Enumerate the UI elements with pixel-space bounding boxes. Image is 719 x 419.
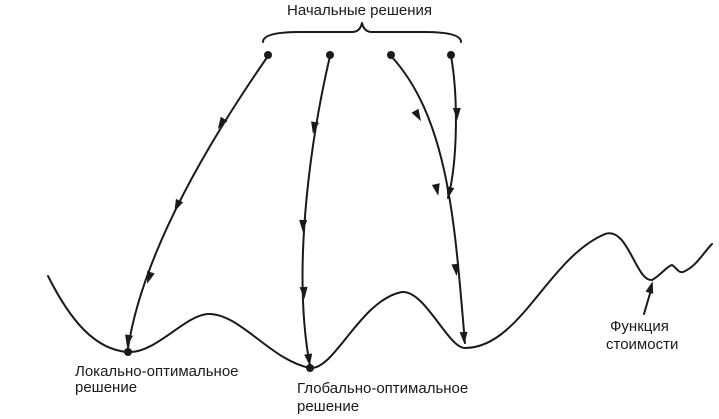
local-optimum-point (124, 348, 132, 356)
initial-solution-point-1 (264, 51, 272, 59)
global-optimum-point (306, 364, 314, 372)
arrowhead-path1-b (174, 198, 184, 212)
solution-path-4 (447, 55, 457, 199)
arrowhead-path3-a (411, 108, 421, 122)
arrowhead-path2-c (299, 286, 308, 299)
arrowhead-path4-a (452, 107, 461, 120)
arrowhead-path3-b (431, 183, 440, 196)
arrowhead-path1-end (125, 334, 133, 347)
cost-function-pointer-line (643, 289, 652, 315)
cost-function-label-line2: стоимости (606, 336, 679, 353)
initial-solutions-brace (262, 22, 462, 43)
solution-path-3 (390, 55, 466, 344)
solution-path-1 (127, 55, 269, 349)
initial-solution-point-2 (326, 51, 334, 59)
arrowhead-path3-c (451, 263, 460, 276)
cost-function-pointer-arrowhead (645, 281, 654, 294)
initial-solution-point-3 (387, 51, 395, 59)
local-optimum-label-line2: решение (75, 379, 138, 396)
initial-solutions-label: Начальные решения (287, 2, 432, 19)
arrowhead-path2-a (311, 121, 319, 134)
solution-path-2 (301, 55, 331, 367)
arrowhead-path2-b (299, 219, 308, 232)
arrowhead-path4-end (446, 186, 455, 199)
cost-function-curve (47, 232, 713, 370)
arrowhead-path1-c (147, 271, 155, 284)
arrowhead-path2-end (304, 353, 313, 366)
global-optimum-label-line1: Глобально-оптимальное (297, 380, 469, 397)
initial-solution-point-4 (447, 51, 455, 59)
global-optimum-label-line2: решение (297, 398, 360, 415)
cost-function-label-line1: Функция (610, 318, 669, 335)
arrowhead-path3-end (459, 331, 468, 344)
arrowhead-path1-a (217, 116, 228, 130)
local-optimum-label-line1: Локально-оптимальное (75, 363, 239, 380)
